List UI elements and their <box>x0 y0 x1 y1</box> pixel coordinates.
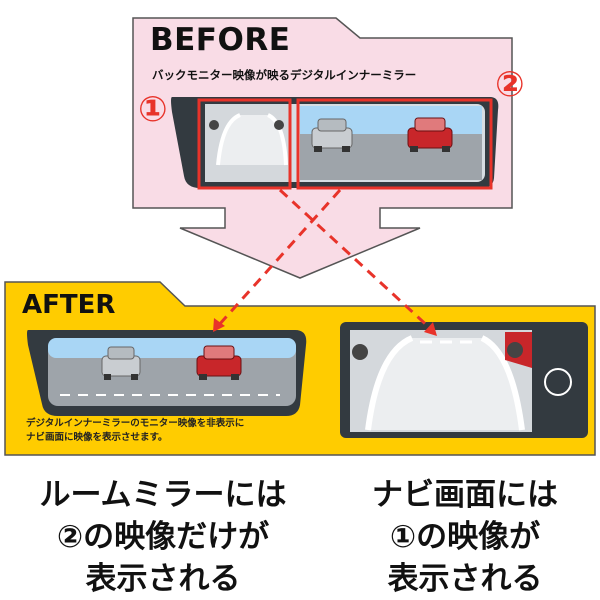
arrow-1-to-nav <box>278 188 437 336</box>
highlight-box-1 <box>197 98 292 190</box>
after-title: AFTER <box>22 290 116 320</box>
nav-result-line1: ナビ画面には <box>372 477 558 513</box>
after-car-red <box>196 345 242 380</box>
arrow-2-to-mirror <box>213 188 342 332</box>
after-caption: デジタルインナーミラーのモニター映像を非表示に ナビ画面に映像を表示させます。 <box>26 417 296 445</box>
after-car-silver <box>101 346 141 380</box>
mirror-result-caption: ルームミラーには ②の映像だけが 表示される <box>18 474 308 600</box>
after-caption-line1: デジタルインナーミラーのモニター映像を非表示に <box>26 418 245 429</box>
marker-1: ① <box>138 90 168 130</box>
before-car-red <box>407 117 453 152</box>
before-caption: バックモニター映像が映るデジタルインナーミラー <box>152 68 417 82</box>
mirror-result-line2: ②の映像だけが <box>56 519 270 555</box>
nav-result-line2: ①の映像が <box>389 519 541 555</box>
mirror-result-line3: 表示される <box>85 561 241 597</box>
nav-result-caption: ナビ画面には ①の映像が 表示される <box>340 474 590 600</box>
mirror-result-line1: ルームミラーには <box>39 477 287 513</box>
after-mirror <box>27 330 307 416</box>
marker-2: ② <box>495 65 525 105</box>
before-car-silver <box>311 118 353 152</box>
after-nav-screen <box>340 322 588 438</box>
nav-result-line3: 表示される <box>387 561 543 597</box>
after-caption-line2: ナビ画面に映像を表示させます。 <box>26 432 168 443</box>
before-title: BEFORE <box>150 22 291 58</box>
highlight-box-2 <box>296 98 493 190</box>
